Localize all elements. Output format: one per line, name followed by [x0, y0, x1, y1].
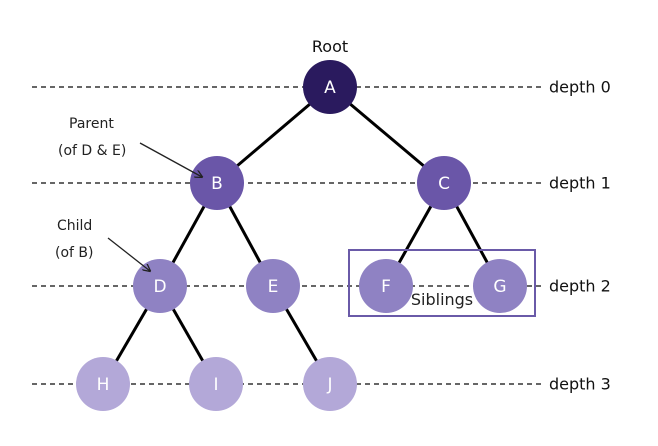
- node-A: A: [303, 60, 357, 114]
- child-annotation-line1: Child: [57, 218, 92, 234]
- depth-labels: depth 0 depth 1 depth 2 depth 3: [549, 78, 611, 394]
- node-E: E: [246, 259, 300, 313]
- parent-annotation-line1: Parent: [69, 116, 114, 132]
- siblings-box: [348, 249, 536, 317]
- node-label-H: H: [97, 375, 110, 395]
- node-D: D: [133, 259, 187, 313]
- node-circle-B: [190, 156, 244, 210]
- child-annotation-line2: (of B): [55, 245, 93, 261]
- node-circle-A: [303, 60, 357, 114]
- node-F: F: [359, 259, 413, 313]
- node-circle-H: [76, 357, 130, 411]
- node-J: J: [303, 357, 357, 411]
- node-circle-G: [473, 259, 527, 313]
- node-circle-J: [303, 357, 357, 411]
- node-label-F: F: [381, 277, 391, 297]
- depth-label-3: depth 3: [549, 375, 611, 394]
- tree-edges: [101, 85, 502, 385]
- node-label-G: G: [493, 277, 506, 297]
- node-label-I: I: [213, 375, 218, 395]
- tree-nodes: A B C D E F G H I J: [76, 60, 527, 411]
- node-label-C: C: [438, 174, 450, 194]
- depth-label-0: depth 0: [549, 78, 611, 97]
- node-H: H: [76, 357, 130, 411]
- node-circle-E: [246, 259, 300, 313]
- node-label-A: A: [324, 78, 336, 98]
- node-label-E: E: [268, 277, 279, 297]
- node-circle-F: [359, 259, 413, 313]
- node-I: I: [189, 357, 243, 411]
- node-B: B: [190, 156, 244, 210]
- child-arrow-icon: [107, 237, 150, 271]
- siblings-label: Siblings: [411, 290, 473, 309]
- node-C: C: [417, 156, 471, 210]
- node-label-D: D: [153, 277, 166, 297]
- parent-annotation-line2: (of D & E): [58, 143, 126, 159]
- node-label-J: J: [326, 375, 332, 395]
- parent-arrow-icon: [139, 142, 202, 177]
- node-G: G: [473, 259, 527, 313]
- node-circle-C: [417, 156, 471, 210]
- depth-label-2: depth 2: [549, 277, 611, 296]
- node-label-B: B: [211, 174, 223, 194]
- node-circle-I: [189, 357, 243, 411]
- root-label: Root: [312, 37, 348, 56]
- depth-label-1: depth 1: [549, 174, 611, 193]
